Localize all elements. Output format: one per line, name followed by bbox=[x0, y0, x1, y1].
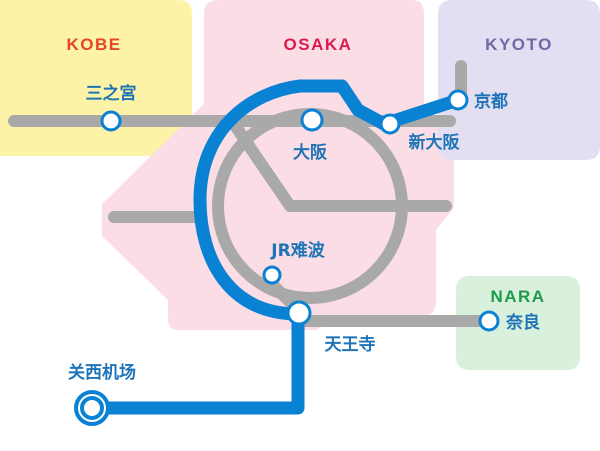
station-label-kyoto: 京都 bbox=[474, 91, 508, 112]
station-dot-kyoto[interactable] bbox=[447, 89, 469, 111]
station-label-kansai-airport: 关西机场 bbox=[68, 362, 136, 383]
station-dot-shin-osaka[interactable] bbox=[379, 113, 401, 135]
line-east-west bbox=[108, 115, 452, 223]
region-label-nara: NARA bbox=[490, 287, 545, 306]
region-label-osaka: OSAKA bbox=[284, 35, 353, 54]
region-osaka bbox=[102, 0, 454, 330]
region-nara bbox=[456, 276, 580, 370]
station-dot-tennoji[interactable] bbox=[286, 300, 312, 326]
station-label-shin-osaka: 新大阪 bbox=[409, 132, 460, 153]
station-dot-nara[interactable] bbox=[478, 310, 500, 332]
region-kyoto bbox=[438, 0, 600, 160]
station-label-tennoji: 天王寺 bbox=[325, 334, 376, 355]
station-label-jr-namba: JR难波 bbox=[270, 240, 325, 261]
station-dot-kansai-airport[interactable] bbox=[74, 390, 110, 426]
region-kobe bbox=[0, 0, 192, 156]
region-label-kyoto: KYOTO bbox=[485, 35, 553, 54]
region-label-kobe: KOBE bbox=[66, 35, 121, 54]
stations bbox=[74, 89, 500, 426]
station-dot-sannomiya[interactable] bbox=[100, 110, 122, 132]
line-airport-express bbox=[81, 79, 465, 415]
station-label-nara: 奈良 bbox=[505, 312, 540, 333]
station-dot-osaka[interactable] bbox=[300, 108, 324, 132]
station-dot-jr-namba[interactable] bbox=[262, 265, 282, 285]
station-label-sannomiya: 三之宮 bbox=[86, 83, 137, 104]
station-label-osaka: 大阪 bbox=[293, 142, 327, 163]
